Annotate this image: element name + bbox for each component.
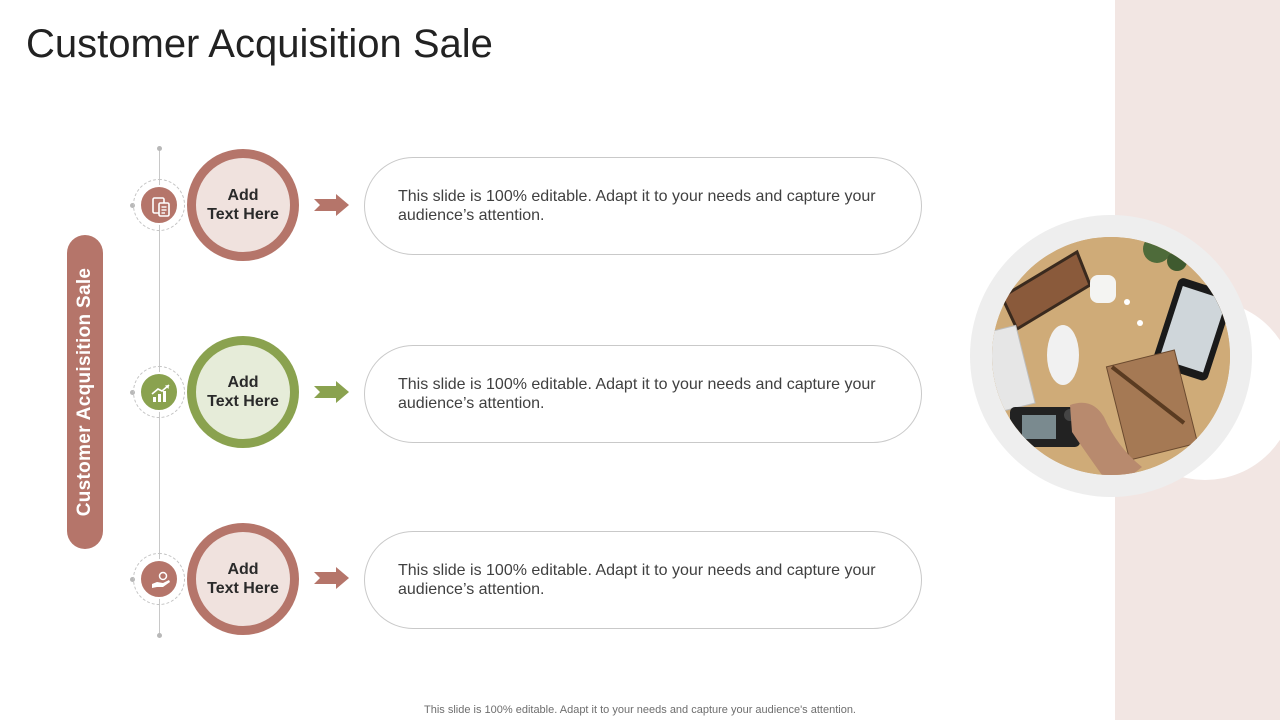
connector-dot xyxy=(130,577,135,582)
timeline-end-dot xyxy=(157,146,162,151)
growth-chart-icon xyxy=(139,372,179,412)
desk-photo xyxy=(992,237,1230,475)
arrow-right-icon xyxy=(314,567,349,589)
description-box: This slide is 100% editable. Adapt it to… xyxy=(364,531,922,629)
document-icon xyxy=(139,185,179,225)
side-label-pill xyxy=(67,235,103,549)
icon-ring xyxy=(133,366,185,418)
hand-money-icon xyxy=(139,559,179,599)
step-heading: Add Text Here xyxy=(207,561,279,597)
slide-title: Customer Acquisition Sale xyxy=(26,22,493,66)
icon-ring xyxy=(133,553,185,605)
step-heading: Add Text Here xyxy=(207,374,279,410)
arrow-right-icon xyxy=(314,381,349,403)
description-text: This slide is 100% editable. Adapt it to… xyxy=(398,376,876,412)
step-circle: Add Text Here xyxy=(187,336,299,448)
step-heading: Add Text Here xyxy=(207,187,279,223)
description-box: This slide is 100% editable. Adapt it to… xyxy=(364,157,922,255)
connector-dot xyxy=(130,203,135,208)
step-circle: Add Text Here xyxy=(187,149,299,261)
description-box: This slide is 100% editable. Adapt it to… xyxy=(364,345,922,443)
icon-ring xyxy=(133,179,185,231)
description-text: This slide is 100% editable. Adapt it to… xyxy=(398,562,876,598)
description-text: This slide is 100% editable. Adapt it to… xyxy=(398,188,876,224)
side-label: Customer Acquisition Sale xyxy=(74,267,95,517)
connector-dot xyxy=(130,390,135,395)
arrow-right-icon xyxy=(314,194,349,216)
footer-note: This slide is 100% editable. Adapt it to… xyxy=(424,704,856,716)
step-circle: Add Text Here xyxy=(187,523,299,635)
timeline-end-dot xyxy=(157,633,162,638)
